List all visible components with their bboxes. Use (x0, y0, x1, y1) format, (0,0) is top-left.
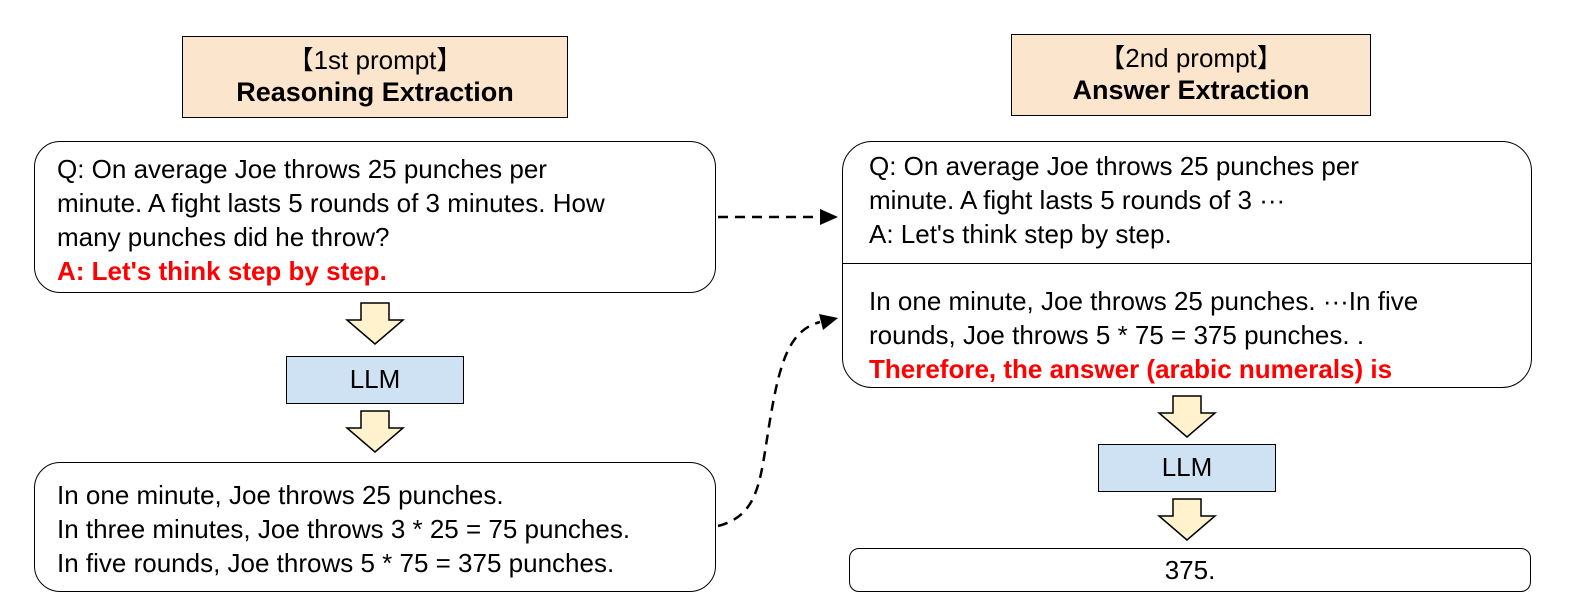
first-prompt-header: 【1st prompt】 Reasoning Extraction (182, 36, 568, 118)
second-prompt-bottom-section: In one minute, Joe throws 25 punches. ··… (843, 266, 1531, 386)
prompt-top-line-1: Q: On average Joe throws 25 punches per (869, 151, 1359, 181)
second-prompt-subtitle: Answer Extraction (1072, 75, 1310, 105)
down-arrow-2 (344, 410, 406, 453)
reasoning-line-2: In three minutes, Joe throws 3 * 25 = 75… (57, 514, 631, 544)
prompt-top-line-3: A: Let's think step by step. (869, 219, 1172, 249)
second-prompt-box: Q: On average Joe throws 25 punches per … (842, 141, 1532, 388)
prompt-bottom-line-2: rounds, Joe throws 5 * 75 = 375 punches.… (869, 320, 1365, 350)
second-prompt-header: 【2nd prompt】 Answer Extraction (1011, 34, 1371, 116)
reasoning-output-box: In one minute, Joe throws 25 punches. In… (34, 462, 716, 592)
first-llm-box: LLM (286, 356, 464, 404)
first-prompt-question-box: Q: On average Joe throws 25 punches per … (34, 141, 716, 293)
down-arrow-3 (1156, 395, 1218, 438)
step-by-step-trigger: A: Let's think step by step. (57, 256, 387, 286)
reasoning-line-3: In five rounds, Joe throws 5 * 75 = 375 … (57, 548, 615, 578)
dashed-arrow-question-copy (718, 209, 838, 225)
prompt-top-line-2: minute. A fight lasts 5 rounds of 3 ··· (869, 185, 1286, 215)
down-arrow-4 (1156, 498, 1218, 541)
final-answer-box: 375. (849, 548, 1531, 592)
second-llm-box: LLM (1098, 444, 1276, 492)
question-line-1: Q: On average Joe throws 25 punches per (57, 154, 547, 184)
question-line-3: many punches did he throw? (57, 222, 390, 252)
prompt-bottom-line-1: In one minute, Joe throws 25 punches. ··… (869, 286, 1419, 316)
down-arrow-1 (344, 302, 406, 345)
first-prompt-title: 【1st prompt】 (287, 45, 463, 75)
answer-trigger: Therefore, the answer (arabic numerals) … (869, 354, 1393, 384)
reasoning-line-1: In one minute, Joe throws 25 punches. (57, 480, 504, 510)
dashed-arrow-reasoning-copy (717, 314, 838, 528)
first-llm-label: LLM (349, 364, 401, 394)
second-prompt-title: 【2nd prompt】 (1099, 43, 1283, 73)
question-line-2: minute. A fight lasts 5 rounds of 3 minu… (57, 188, 605, 218)
second-prompt-top-section: Q: On average Joe throws 25 punches per … (843, 142, 1531, 264)
final-answer: 375. (1164, 555, 1216, 585)
first-prompt-subtitle: Reasoning Extraction (236, 77, 514, 107)
second-llm-label: LLM (1161, 452, 1213, 482)
